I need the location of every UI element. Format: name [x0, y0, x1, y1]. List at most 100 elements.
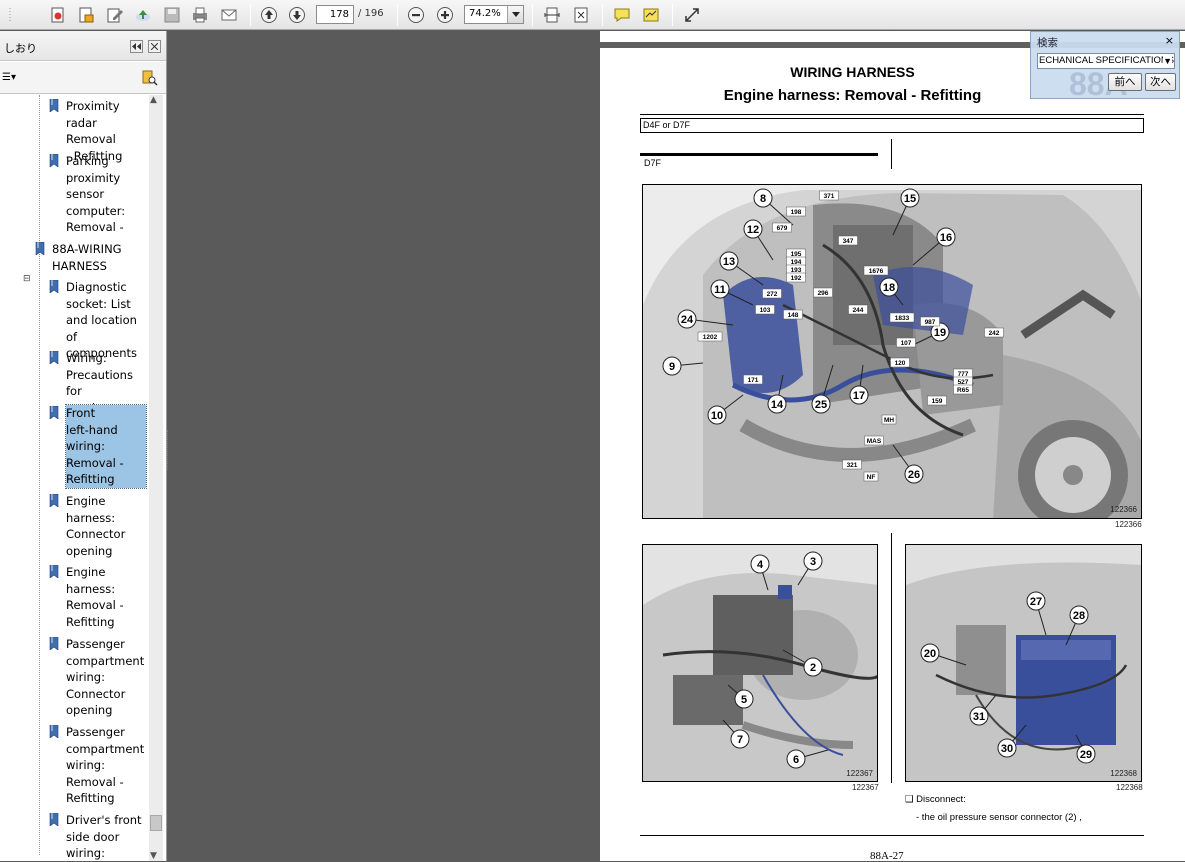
zoom-in-button[interactable] [434, 4, 456, 26]
zoom-out-icon [408, 7, 424, 23]
bookmark-label: HARNESS [52, 258, 107, 273]
connector-tag: 195 [791, 251, 802, 258]
connector-tag: R65 [957, 387, 969, 394]
connector-tag-box [864, 435, 884, 446]
connector-tag: 244 [853, 307, 864, 314]
fig1-callout-label: 11 [714, 284, 726, 296]
scroll-thumb[interactable] [150, 815, 162, 831]
fig3-callout: 28 [1065, 605, 1089, 646]
bookmark-options-button[interactable]: ☰▾ [2, 72, 16, 83]
bookmark-item[interactable]: 88A-WIRING HARNESS [35, 241, 122, 274]
chevron-down-icon[interactable]: ▼ [1163, 54, 1172, 68]
fig3-callout-label: 31 [973, 711, 985, 723]
bookmark-label: 88A-WIRING [52, 242, 122, 256]
close-icon[interactable]: × [1164, 34, 1174, 47]
d7f-label: D7F [640, 153, 878, 169]
prev-page-button[interactable] [258, 4, 280, 26]
bookmark-label: Refitting [66, 472, 115, 487]
arrow-down-icon [289, 7, 305, 23]
bookmark-label: Wiring: [66, 351, 107, 365]
fig3-callout: 31 [969, 694, 997, 726]
email-button[interactable] [218, 4, 240, 26]
fig2-callout: 2 [782, 649, 823, 677]
bookmark-item[interactable]: Wiring:Precautions forrepair [49, 350, 150, 416]
fig1-callout: 12 [743, 219, 774, 261]
fig1-callout: 24 [677, 309, 734, 329]
fig1-callout: 18 [879, 277, 904, 306]
save-button[interactable] [161, 4, 183, 26]
fig1-callout-label: 19 [934, 327, 946, 339]
fig2-callout-label: 2 [810, 662, 816, 674]
bookmark-label: wiring: [66, 846, 105, 861]
find-next-button[interactable]: 次へ [1145, 73, 1176, 91]
fig1-callout: 9 [662, 356, 704, 376]
fig2-callout: 5 [727, 684, 754, 709]
fig1-callout-label: 8 [760, 193, 766, 205]
next-page-button[interactable] [286, 4, 308, 26]
secure-icon [79, 7, 94, 23]
bookmark-icon [49, 99, 59, 112]
figure-caption-1: 122366 [1115, 520, 1142, 529]
bookmarks-title: しおり [4, 42, 37, 55]
upload-button[interactable] [132, 4, 154, 26]
connector-tag: 194 [791, 259, 802, 266]
email-icon [221, 9, 237, 21]
bookmark-label: opening [66, 703, 113, 718]
sign-button[interactable] [640, 4, 662, 26]
expand-button[interactable] [681, 4, 703, 26]
fig1-callout-label: 26 [908, 469, 920, 481]
pdf-page: WIRING HARNESS Engine harness: Removal -… [600, 31, 1185, 862]
collapse-panel-button[interactable] [130, 40, 143, 53]
connector-tag-box [848, 304, 868, 315]
bookmark-icon [49, 565, 59, 578]
zoom-out-button[interactable] [405, 4, 427, 26]
tree-collapse-toggle[interactable]: ⊟ [23, 274, 31, 284]
fit-width-button[interactable] [570, 4, 592, 26]
page-number-input[interactable] [316, 5, 354, 24]
fig1-callout-label: 14 [771, 399, 784, 411]
comment-button[interactable] [611, 4, 633, 26]
print-button[interactable] [189, 4, 211, 26]
create-pdf-button[interactable] [47, 4, 69, 26]
edit-button[interactable] [104, 4, 126, 26]
connector-tag-box [813, 287, 833, 298]
close-panel-button[interactable] [148, 40, 161, 53]
figure-number-2: 122367 [846, 769, 873, 778]
connector-tag-box [819, 190, 839, 201]
find-previous-button[interactable]: 前へ [1108, 73, 1142, 91]
bookmarks-scrollbar[interactable]: ▲ ▼ [149, 95, 163, 861]
fit-page-button[interactable] [541, 4, 563, 26]
bookmark-icon [49, 351, 59, 364]
secure-button[interactable] [75, 4, 97, 26]
fig2-callout-label: 6 [793, 754, 799, 766]
fig1-callout: 13 [719, 251, 764, 286]
chevron-down-icon[interactable] [507, 6, 523, 23]
fig2-callout-label: 4 [757, 559, 764, 571]
create-pdf-icon [51, 7, 64, 23]
search-input[interactable]: ECHANICAL SPECIFICATIONS ▼ [1037, 53, 1175, 69]
connector-tag-box [927, 395, 947, 406]
connector-tag: 148 [788, 312, 799, 319]
connector-tag: 120 [895, 360, 906, 367]
scroll-up-icon[interactable]: ▲ [150, 95, 157, 105]
bookmark-label: Engine [66, 494, 106, 508]
bookmark-label: Passenger [66, 637, 125, 651]
fig1-callout-label: 18 [883, 282, 895, 294]
scroll-down-icon[interactable]: ▼ [150, 851, 157, 861]
zoom-level-select[interactable]: 74.2% [464, 5, 524, 24]
fig3-callout-label: 30 [1001, 743, 1013, 755]
connector-tag: 371 [824, 193, 835, 200]
find-bookmark-icon[interactable] [140, 69, 158, 87]
search-title: 検索 [1037, 37, 1058, 49]
